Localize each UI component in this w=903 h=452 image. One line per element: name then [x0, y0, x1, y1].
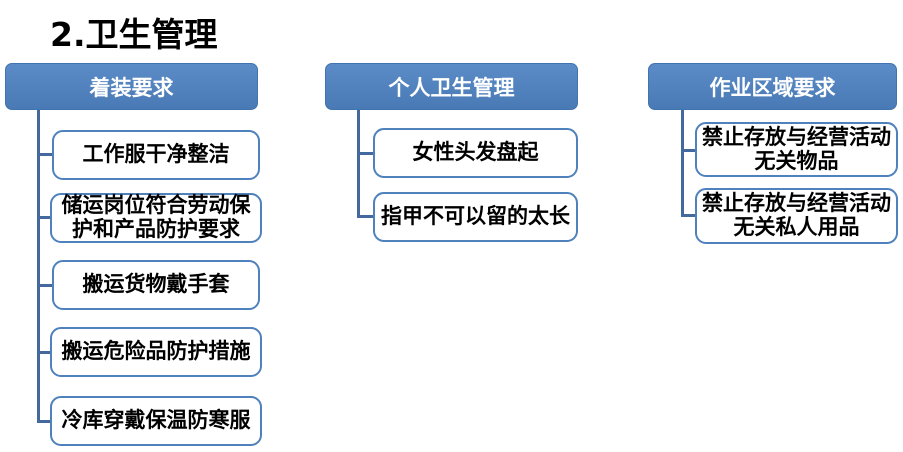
connector-vertical-col1: [37, 110, 40, 423]
column-header-dress-requirements: 着装要求: [5, 63, 258, 110]
item-label: 工作服干净整洁: [82, 142, 230, 167]
column-header-personal-hygiene: 个人卫生管理: [325, 63, 578, 110]
connector-vertical-col2: [357, 110, 360, 218]
column-header-label: 作业区域要求: [709, 75, 836, 100]
item-box-storage-labor-protection: 储运岗位符合劳动保 护和产品防护要求: [50, 193, 262, 243]
item-label: 搬运货物戴手套: [82, 272, 230, 297]
item-label: 储运岗位符合劳动保 护和产品防护要求: [61, 193, 251, 241]
connector-stub-col1-item1: [37, 153, 52, 156]
page-title: 2.卫生管理: [50, 15, 218, 54]
item-label: 指甲不可以留的太长: [381, 204, 570, 229]
column-header-label: 个人卫生管理: [388, 75, 515, 100]
connector-stub-col2-item2: [357, 215, 373, 218]
item-box-cold-storage-clothing: 冷库穿戴保温防寒服: [50, 396, 262, 446]
item-box-dangerous-goods-protection: 搬运危险品防护措施: [50, 327, 262, 377]
item-label: 搬运危险品防护措施: [61, 339, 251, 364]
item-label: 禁止存放与经营活动 无关物品: [702, 124, 891, 173]
item-label: 女性头发盘起: [412, 140, 539, 165]
item-box-gloves-for-handling: 搬运货物戴手套: [52, 260, 260, 310]
connector-stub-col1-item4: [37, 351, 52, 354]
column-header-label: 着装要求: [89, 75, 174, 100]
item-label: 冷库穿戴保温防寒服: [61, 408, 251, 433]
connector-stub-col1-item5: [37, 420, 52, 423]
item-box-no-unrelated-items: 禁止存放与经营活动 无关物品: [695, 122, 898, 177]
item-label: 禁止存放与经营活动 无关私人用品: [702, 191, 891, 239]
item-box-female-hair-up: 女性头发盘起: [373, 128, 578, 178]
connector-stub-col1-item3: [37, 284, 52, 287]
column-header-work-area-requirements: 作业区域要求: [648, 63, 897, 110]
connector-stub-col3-item1: [681, 149, 695, 152]
item-box-no-unrelated-personal-items: 禁止存放与经营活动 无关私人用品: [695, 188, 898, 244]
connector-vertical-col3: [681, 110, 684, 216]
connector-stub-col2-item1: [357, 152, 373, 155]
item-box-nails-not-too-long: 指甲不可以留的太长: [373, 192, 578, 242]
item-box-work-clothes-clean: 工作服干净整洁: [52, 130, 260, 180]
connector-stub-col3-item2: [681, 214, 695, 217]
connector-stub-col1-item2: [37, 216, 52, 219]
